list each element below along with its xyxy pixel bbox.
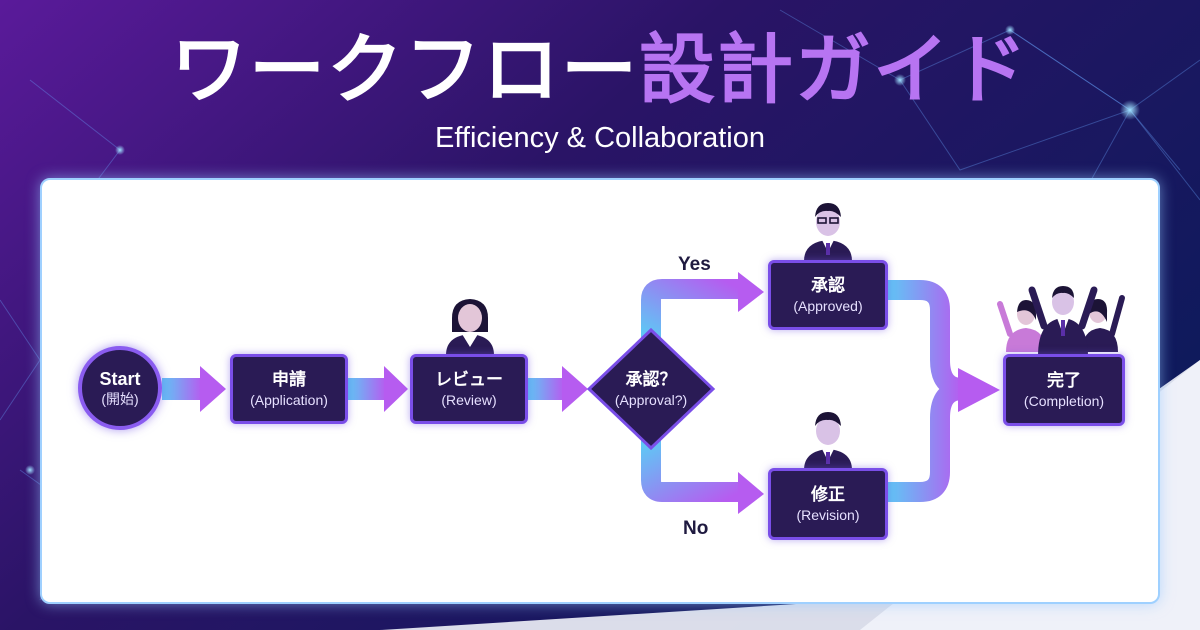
start-label: Start [99,369,141,389]
network-node [115,145,125,155]
approved-label: 承認 [811,276,845,296]
celebrating-team-icon [997,286,1125,356]
start-sub-label: (開始) [101,391,139,407]
arrow-start-to-application [162,366,226,412]
decision-sub-label: (Approval?) [614,392,688,408]
revision-sub-label: (Revision) [796,507,860,523]
revision-label: 修正 [811,485,845,505]
completion-sub-label: (Completion) [1023,393,1105,409]
decision-diamond [586,327,716,451]
branch-yes-label: Yes [678,254,711,275]
arrow-merge-to-completion [888,280,1000,502]
page-title: ワークフロー設計ガイド [0,22,1200,118]
application-sub-label: (Application) [250,392,328,408]
decision-label: 承認？ [625,370,677,390]
network-node [1120,100,1140,120]
review-node: レビュー (Review) [410,354,528,424]
page-subtitle: Efficiency & Collaboration [435,122,765,154]
arrow-no-branch [641,440,764,514]
decision-node: 承認？ (Approval?) [592,362,710,416]
approved-sub-label: (Approved) [793,298,863,314]
approved-node: 承認 (Approved) [768,260,888,330]
application-node: 申請 (Application) [230,354,348,424]
completion-label: 完了 [1047,371,1081,391]
businessman-glasses-icon [804,203,852,261]
arrow-application-to-review [348,366,408,412]
review-sub-label: (Review) [441,392,497,408]
arrow-review-to-decision [528,366,588,412]
arrow-yes-branch [641,272,764,338]
start-node: Start (開始) [78,346,162,430]
network-node [25,465,35,475]
network-node [894,74,906,86]
title-part-2: 設計ガイド [639,25,1029,114]
businessman-icon [804,412,852,470]
revision-node: 修正 (Revision) [768,468,888,540]
application-label: 申請 [272,370,306,390]
completion-node: 完了 (Completion) [1003,354,1125,426]
network-node [1005,25,1015,35]
businesswoman-icon [446,299,494,355]
review-label: レビュー [435,370,503,390]
title-part-1: ワークフロー [171,25,639,114]
branch-no-label: No [683,518,709,539]
